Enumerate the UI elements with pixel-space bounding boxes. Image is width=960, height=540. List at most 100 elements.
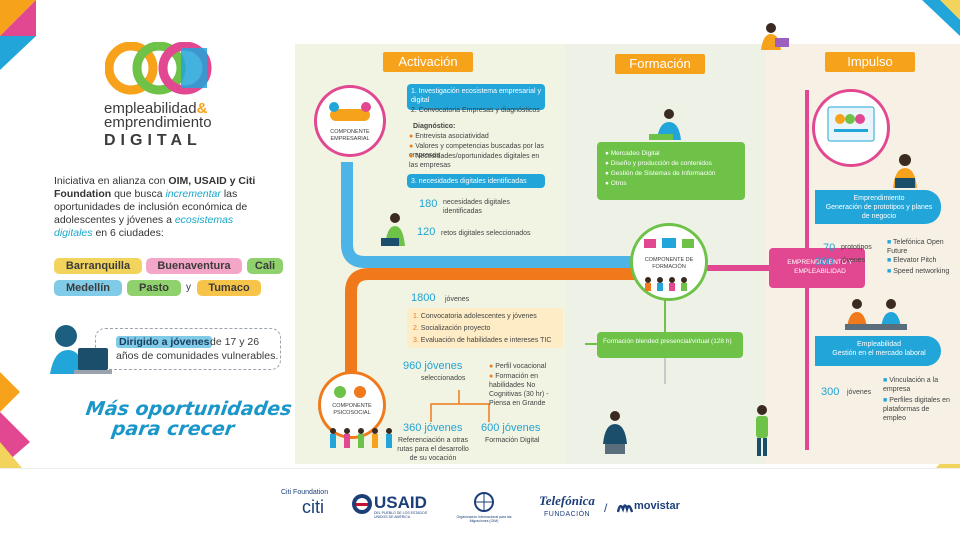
phase-formacion: Formación: [615, 54, 705, 74]
handshake-icon: [329, 102, 371, 121]
diagnostic-item-3: ● Necesidades/oportunidades digitales en…: [409, 153, 540, 169]
empresarial-step-1: 1. Investigación ecosistema empresarial …: [411, 88, 541, 104]
entrepreneurs-count: 300: [815, 256, 834, 268]
movistar-logo: movistar: [634, 500, 680, 512]
digital-youth-count: 600 jóvenes: [481, 422, 541, 434]
left-panel: empleabilidad& emprendimiento DIGITAL In…: [0, 0, 295, 468]
sponsors-footer: Citi Foundation citi USAID DEL PUEBLO DE…: [0, 468, 960, 540]
target-audience-box: [95, 328, 281, 370]
person-computer-icon: [50, 325, 112, 374]
city-barranquilla: Barranquilla: [54, 258, 142, 274]
movistar-m-icon: [617, 504, 633, 513]
telefonica-foundation: FUNDACIÓN: [544, 511, 591, 518]
employability-count: 300: [821, 386, 840, 398]
entrepreneurs-label: jóvenes: [841, 257, 866, 264]
brand-line-3: DIGITAL: [104, 132, 202, 149]
person-phone-icon: [603, 411, 627, 454]
psicosocial-steps-box: [407, 308, 563, 348]
training-topics-box: [597, 142, 745, 200]
usaid-logo: USAID: [374, 493, 427, 512]
empresarial-steps-box: [407, 84, 545, 110]
referred-youth-count: 360 jóvenes: [403, 422, 463, 434]
corner-decoration-top-right: [922, 0, 960, 36]
prototypes-count: 70: [823, 242, 836, 254]
city-cali: Cali: [247, 258, 283, 274]
selected-youth-label: seleccionados: [421, 375, 466, 382]
needs-count: 180: [419, 198, 438, 210]
person-standing-icon: [756, 405, 768, 456]
referred-youth-label: Referenciación a otras rutas para el des…: [397, 437, 469, 462]
challenges-label: retos digitales seleccionados: [441, 230, 531, 237]
diagnostic-item-2: ● Valores y competencias buscadas por la…: [409, 143, 544, 159]
diagnostic-title: Diagnóstico:: [413, 123, 456, 130]
training-topic-3: ● Gestión de Sistemas de Información: [605, 170, 716, 177]
impulso-screen-circle: [815, 92, 887, 164]
usaid-seal-icon: [352, 494, 372, 514]
empresarial-step-3: 3. necesidades digitales identificadas: [411, 178, 527, 185]
city-pasto: Pasto: [127, 280, 181, 296]
psicosocial-step-1: 1. Convocatoria adolescentes y jóvenes: [413, 313, 537, 320]
youth-group-icon: [330, 428, 392, 448]
corner-decoration-top-left: [0, 0, 36, 70]
soft-skills-training: ● Formación en habilidades No Cognitivas…: [489, 373, 549, 407]
oim-globe-icon: [474, 492, 494, 512]
formacion-label: COMPONENTE DE FORMACIÓN: [644, 257, 694, 270]
program-diagram: Activación Formación Impulso COMPONENTE …: [295, 23, 960, 464]
tools-icon: [334, 386, 366, 398]
total-youth-count: 1800: [411, 292, 436, 304]
person-reading-icon: [649, 109, 681, 140]
eed-logo: [105, 42, 212, 95]
psicosocial-label: COMPONENTE PSICOSOCIAL: [332, 403, 372, 416]
prototypes-label: prototipos: [841, 244, 872, 251]
blended-training-label: Formación blended presencial/virtual (12…: [603, 338, 732, 345]
citi-foundation-label: Citi Foundation: [281, 489, 329, 496]
option-hiring: ■ Vinculación a la empresa: [883, 377, 939, 393]
empr-empl-banner: [769, 248, 865, 288]
total-youth-label: jóvenes: [445, 296, 470, 303]
target-age: de 17 y 26: [210, 336, 260, 348]
component-empresarial-circle: COMPONENTE EMPRESARIAL: [317, 88, 383, 154]
needs-label: necesidades digitales identificadas: [443, 199, 510, 215]
slogan-line-1: Más oportunidades: [84, 398, 294, 420]
person-laptop-icon: [381, 213, 405, 246]
city-medellin: Medellín: [54, 280, 122, 296]
city-tumaco: Tumaco: [197, 280, 261, 296]
option-elevator-pitch: ■ Elevator Pitch: [887, 257, 937, 264]
training-topic-4: ● Otros: [605, 180, 627, 187]
entrepreneurship-title: Emprendimiento: [853, 195, 905, 202]
dashboard-icon: [827, 106, 875, 142]
psicosocial-step-3: 3. Evaluación de habilidades e intereses…: [413, 337, 552, 344]
usaid-subtitle: DEL PUEBLO DE LOS ESTADOS UNIDOS DE AMÉR…: [374, 511, 428, 519]
entrepreneurship-box: [815, 190, 941, 224]
empresarial-label: COMPONENTE EMPRESARIAL: [330, 129, 370, 142]
cities-and: y: [186, 282, 191, 293]
two-people-laptops-icon: [845, 299, 907, 330]
city-buenaventura: Buenaventura: [146, 258, 242, 274]
entrepreneurship-subtitle: Generación de prototipos y planes de neg…: [825, 204, 933, 220]
selected-youth-count: 960 jóvenes: [403, 360, 463, 372]
target-description: años de comunidades vulnerables.: [116, 350, 279, 362]
blended-training-box: [597, 332, 743, 358]
component-psicosocial-circle: COMPONENTE PSICOSOCIAL: [321, 374, 383, 436]
sponsor-separator: /: [604, 501, 608, 515]
challenges-count: 120: [417, 226, 436, 238]
phase-activacion: Activación: [383, 52, 473, 72]
employability-label: jóvenes: [847, 389, 872, 396]
training-topic-1: ● Mercadeo Digital: [605, 150, 660, 157]
person-sitting-icon: [761, 23, 789, 50]
slogan-line-2: para crecer: [110, 418, 236, 440]
target-highlight: Dirigido a jóvenes: [116, 336, 213, 348]
brand-line-2: emprendimiento: [104, 114, 212, 131]
option-open-future: ■ Telefónica Open Future: [887, 239, 944, 255]
training-topic-2: ● Diseño y producción de contenidos: [605, 160, 712, 167]
empresarial-step-2: 2. Convocatoria Empresas y diagnósticos: [411, 107, 540, 114]
brand-line-1: empleabilidad&: [104, 100, 208, 117]
oim-subtitle: Organización Internacional para las Migr…: [456, 515, 512, 523]
group-icon: [645, 277, 687, 291]
component-formacion-circle: COMPONENTE DE FORMACIÓN: [633, 226, 705, 298]
person-laptop-2-icon: [893, 154, 917, 188]
option-digital-profiles: ■ Perfiles digitales en plataformas de e…: [883, 397, 950, 422]
telefonica-logo: Telefónica: [539, 493, 595, 508]
vocational-profile: ● Perfil vocacional: [489, 363, 547, 370]
devices-icon: [644, 238, 694, 248]
